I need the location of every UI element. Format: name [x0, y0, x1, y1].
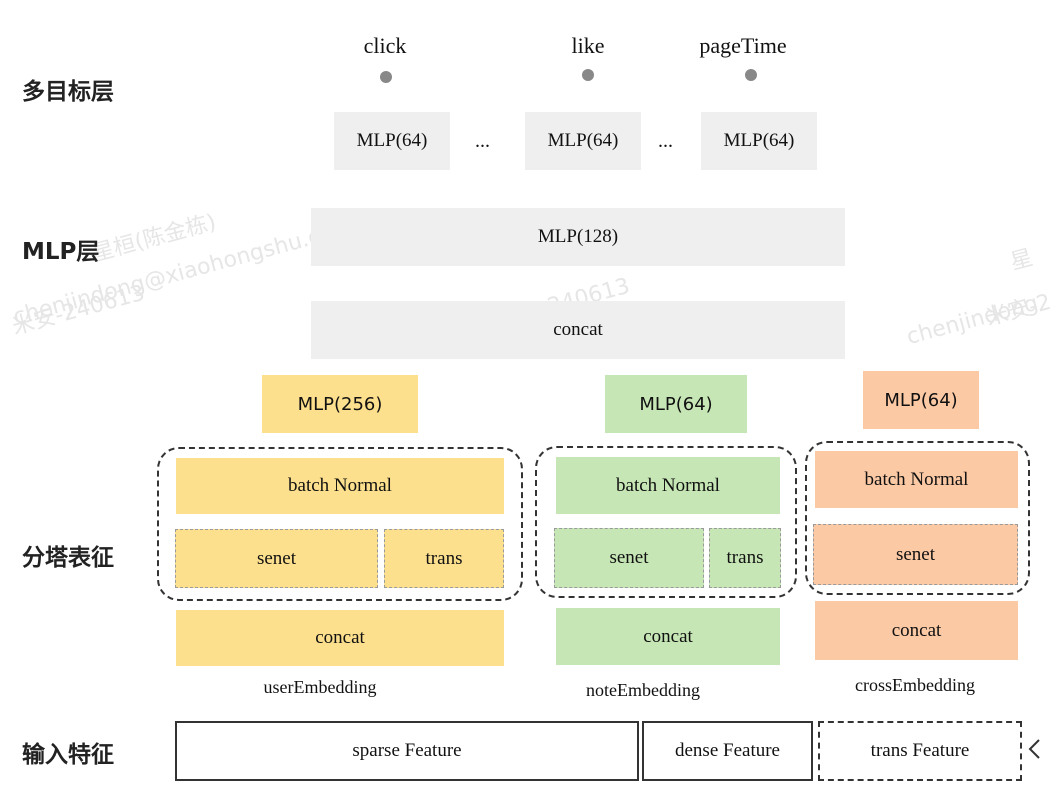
cross-batch-norm-box: batch Normal — [815, 451, 1018, 508]
note-trans-box: trans — [709, 528, 781, 588]
like-mlp-box: MLP(64) — [525, 112, 641, 170]
layer-label-tower: 分塔表征 — [22, 545, 114, 571]
shared-concat-box: concat — [311, 301, 845, 359]
shared-mlp-box: MLP(128) — [311, 208, 845, 266]
user-batch-norm-box: batch Normal — [176, 458, 504, 514]
watermark: chenjindong — [904, 290, 1041, 351]
user-trans-box: trans — [384, 529, 504, 588]
user-embedding-label: userEmbedding — [263, 677, 377, 697]
watermark: 米安-240613 — [9, 280, 148, 341]
sparse-feature-box: sparse Feature — [175, 721, 639, 781]
user-tower-mlp-box: MLP(256) — [262, 375, 418, 433]
objective-like: like — [571, 33, 605, 58]
objective-click-dot — [380, 71, 392, 83]
layer-label-input: 输入特征 — [22, 742, 114, 768]
arrow-left-icon — [1028, 737, 1040, 761]
objective-like-dot — [582, 69, 594, 81]
cross-senet-box: senet — [813, 524, 1018, 585]
watermark: 星桓(陈金栋) — [89, 209, 219, 267]
objective-pagetime: pageTime — [699, 33, 787, 58]
note-tower-group — [535, 446, 797, 598]
objective-click: click — [363, 33, 407, 58]
user-concat-box: concat — [176, 610, 504, 666]
ellipsis: ... — [475, 130, 490, 152]
note-batch-norm-box: batch Normal — [556, 457, 780, 514]
ellipsis: ... — [658, 130, 673, 152]
objective-pagetime-dot — [745, 69, 757, 81]
note-concat-box: concat — [556, 608, 780, 665]
cross-tower-mlp-box: MLP(64) — [863, 371, 979, 429]
dense-feature-box: dense Feature — [642, 721, 813, 781]
note-embedding-label: noteEmbedding — [586, 680, 700, 700]
layer-label-mlp: MLP层 — [22, 239, 100, 265]
layer-label-multi-target: 多目标层 — [22, 79, 114, 105]
pagetime-mlp-box: MLP(64) — [701, 112, 817, 170]
watermark: 星 — [1007, 245, 1036, 276]
click-mlp-box: MLP(64) — [334, 112, 450, 170]
note-tower-mlp-box: MLP(64) — [605, 375, 747, 433]
watermark: 米安-2 — [983, 289, 1054, 332]
cross-embedding-label: crossEmbedding — [855, 675, 975, 695]
trans-feature-box: trans Feature — [818, 721, 1022, 781]
cross-tower-group — [805, 441, 1030, 595]
user-senet-box: senet — [175, 529, 378, 588]
note-senet-box: senet — [554, 528, 704, 588]
cross-concat-box: concat — [815, 601, 1018, 660]
user-tower-group — [157, 447, 523, 601]
